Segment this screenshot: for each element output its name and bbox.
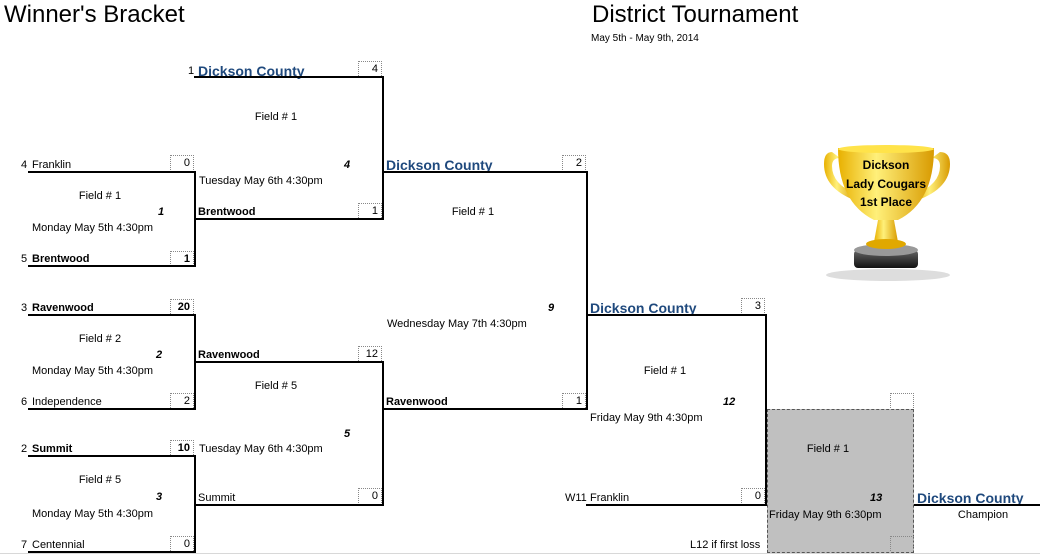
seed-number: 6 <box>21 396 28 408</box>
game-time: Tuesday May 6th 4:30pm <box>199 175 323 187</box>
championship-game-box <box>767 409 914 553</box>
team-score: 0 <box>170 155 194 170</box>
team-score: 3 <box>741 298 765 313</box>
team-score: 1 <box>170 251 194 266</box>
bracket-line <box>28 171 196 173</box>
bracket-connector <box>382 361 384 506</box>
game-field: Field # 1 <box>806 443 850 455</box>
team-score: 1 <box>358 203 382 218</box>
team-name: Franklin <box>590 492 630 504</box>
trophy-icon <box>818 142 958 282</box>
team-score: 0 <box>358 488 382 503</box>
game-number: 1 <box>158 206 165 218</box>
sheet-divider <box>0 553 1040 554</box>
bracket-line <box>28 408 196 410</box>
bracket-line <box>194 76 384 78</box>
bracket-connector <box>586 171 588 410</box>
team-score: 4 <box>358 61 382 76</box>
tournament-title: District Tournament <box>592 1 799 28</box>
team-score <box>890 536 914 551</box>
game-number: 4 <box>344 159 351 171</box>
team-name: Franklin <box>32 159 72 171</box>
bracket-connector <box>382 76 384 220</box>
game-number: 12 <box>723 396 736 408</box>
champion-label: Champion <box>957 509 1009 521</box>
bracket-line <box>586 314 767 316</box>
game-number: 13 <box>870 492 883 504</box>
team-name: Centennial <box>32 539 85 551</box>
team-name: Independence <box>32 396 102 408</box>
seed-number: 4 <box>21 159 28 171</box>
game-number: 5 <box>344 428 351 440</box>
seed-number: 2 <box>21 443 28 455</box>
team-score: 12 <box>358 346 382 361</box>
seed-number: 1 <box>188 65 195 77</box>
team-name: Dickson County <box>590 300 697 316</box>
team-score: 0 <box>741 488 765 503</box>
game-time: Friday May 9th 6:30pm <box>769 509 882 521</box>
seed-number: 7 <box>21 539 28 551</box>
tournament-dates: May 5th - May 9th, 2014 <box>591 33 699 44</box>
game-number: 2 <box>156 349 163 361</box>
game-field: Field # 5 <box>78 474 122 486</box>
team-score: 2 <box>170 393 194 408</box>
bracket-line <box>586 504 767 506</box>
team-name: Brentwood <box>32 253 90 265</box>
bracket-line <box>28 455 196 457</box>
game-field: Field # 1 <box>643 365 687 377</box>
team-name: Summit <box>198 492 236 504</box>
seed-number: W11 <box>565 492 587 504</box>
team-score: 20 <box>170 299 194 314</box>
bracket-title: Winner's Bracket <box>4 1 185 28</box>
team-name: Summit <box>32 443 73 455</box>
bracket-line <box>194 361 384 363</box>
bracket-line <box>382 171 588 173</box>
seed-number: 3 <box>21 302 28 314</box>
bracket-line <box>194 218 384 220</box>
team-name: Dickson County <box>198 63 305 79</box>
game-time: Friday May 9th 4:30pm <box>590 412 703 424</box>
team-score: 0 <box>170 536 194 551</box>
game-time: Tuesday May 6th 4:30pm <box>199 443 323 455</box>
bracket-line <box>914 504 1040 506</box>
seed-number: 5 <box>21 253 28 265</box>
game-time: Monday May 5th 4:30pm <box>32 222 154 234</box>
game-number: 9 <box>548 302 555 314</box>
game-time: Monday May 5th 4:30pm <box>32 508 154 520</box>
game-field: Field # 5 <box>254 380 298 392</box>
team-name: Ravenwood <box>32 302 94 314</box>
team-score: 2 <box>562 155 586 170</box>
game-field: Field # 1 <box>451 206 495 218</box>
bracket-line <box>28 551 196 553</box>
team-name: Ravenwood <box>386 396 448 408</box>
game-time: Wednesday May 7th 4:30pm <box>387 318 527 330</box>
game-time: Monday May 5th 4:30pm <box>32 365 154 377</box>
game-field: Field # 2 <box>78 333 122 345</box>
game-number: 3 <box>156 491 163 503</box>
team-score <box>890 393 914 408</box>
team-score: 10 <box>170 440 194 455</box>
trophy-line-3: 1st Place <box>859 195 913 209</box>
bracket-line <box>28 314 196 316</box>
trophy-line-2: Lady Cougars <box>845 177 926 191</box>
team-score: 1 <box>562 393 586 408</box>
team-name: Ravenwood <box>198 349 260 361</box>
bracket-line <box>194 504 384 506</box>
bracket-line <box>28 265 196 267</box>
team-name: Brentwood <box>198 206 256 218</box>
final-note: L12 if first loss <box>690 539 761 551</box>
bracket-connector <box>765 314 767 506</box>
game-field: Field # 1 <box>78 190 122 202</box>
champion-team: Dickson County <box>917 490 1024 506</box>
bracket-line <box>382 408 588 410</box>
trophy-line-1: Dickson <box>862 158 910 172</box>
team-name: Dickson County <box>386 157 493 173</box>
game-field: Field # 1 <box>254 111 298 123</box>
